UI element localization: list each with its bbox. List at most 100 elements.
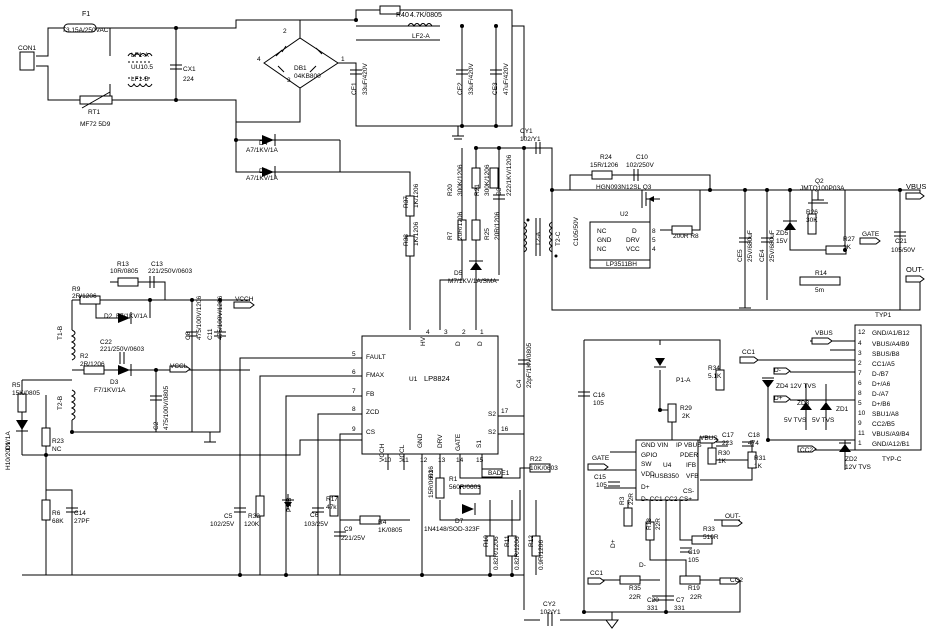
label-cs: CS bbox=[366, 429, 376, 436]
label-tp10: CC2/B5 bbox=[872, 421, 895, 428]
svg-text:10: 10 bbox=[384, 457, 392, 464]
choke-lf1 bbox=[127, 53, 153, 87]
ic-u2 bbox=[589, 221, 651, 261]
label-c5: C5 bbox=[224, 513, 233, 520]
label-tp8: D+/B6 bbox=[872, 401, 891, 408]
label-r9: R9 bbox=[72, 286, 81, 293]
label-ce5: CE5 bbox=[737, 249, 744, 262]
label-c19v: 105 bbox=[688, 557, 699, 564]
capacitor-c5 bbox=[234, 507, 246, 513]
label-u2vcc: VCC bbox=[626, 246, 640, 253]
svg-text:5: 5 bbox=[652, 237, 656, 244]
resistor-r12 bbox=[531, 535, 541, 557]
label-r11v: 0.82R/1206 bbox=[514, 536, 521, 570]
resistor-r8 bbox=[671, 225, 693, 235]
label-c4v: 22pF/1KV/0805 bbox=[526, 342, 533, 388]
label-r18: R18 bbox=[646, 518, 653, 530]
label-f1: F1 bbox=[82, 11, 90, 18]
label-d2v: F7/1KV/1A bbox=[116, 313, 148, 320]
zener-zd5 bbox=[783, 220, 797, 230]
svg-text:6: 6 bbox=[858, 380, 862, 387]
diode-d4 bbox=[262, 134, 276, 146]
svg-text:3: 3 bbox=[287, 77, 291, 84]
label-c13v: 221/250V/0603 bbox=[148, 268, 192, 275]
label-ce4: CE4 bbox=[759, 249, 766, 262]
diode-d6 bbox=[262, 166, 276, 178]
resistor-r31 bbox=[747, 451, 757, 469]
label-tp3: SBUS/B8 bbox=[872, 351, 900, 358]
capacitor-cy2 bbox=[547, 612, 553, 626]
label-r22v: 10K/0603 bbox=[530, 465, 558, 472]
label-zd1: ZD1 bbox=[836, 406, 849, 413]
capacitor-c18 bbox=[742, 441, 754, 447]
svg-text:2: 2 bbox=[462, 329, 466, 336]
label-r20: R20 bbox=[447, 184, 454, 196]
label-r33: R33 bbox=[703, 526, 715, 533]
label-r12v: 0.9R/1206 bbox=[538, 540, 545, 570]
capacitor-c2 bbox=[150, 395, 162, 401]
capacitor-ce5 bbox=[739, 237, 751, 243]
diode-d1 bbox=[16, 420, 28, 432]
label-vbus3: VBUS bbox=[815, 330, 833, 337]
svg-text:8: 8 bbox=[652, 228, 656, 235]
label-c3: C3 bbox=[496, 187, 503, 196]
label-db1: DB1 bbox=[294, 65, 307, 72]
label-r24v: 15R/1206 bbox=[590, 162, 619, 169]
resistor-r29 bbox=[667, 403, 677, 423]
label-u1v: LP8824 bbox=[424, 374, 450, 383]
resistor-r14 bbox=[799, 276, 841, 286]
label-r14v: 5m bbox=[815, 287, 824, 294]
label-r23: R23 bbox=[52, 438, 64, 445]
label-r19: R19 bbox=[688, 585, 700, 592]
resistor-r24 bbox=[591, 170, 613, 180]
svg-text:11: 11 bbox=[858, 430, 865, 437]
resistor-r18 bbox=[645, 521, 655, 541]
junctions bbox=[44, 18, 902, 614]
svg-text:6: 6 bbox=[352, 369, 356, 376]
resistor-r10 bbox=[485, 535, 495, 557]
label-c18v: 474 bbox=[748, 440, 759, 447]
label-u4gpio: GPIO bbox=[641, 452, 657, 459]
label-d6v: A7/1KV/1A bbox=[246, 175, 278, 182]
label-r11: R11 bbox=[504, 535, 511, 547]
svg-text:9: 9 bbox=[352, 426, 356, 433]
label-tp6: D+/A6 bbox=[872, 381, 891, 388]
mosfet-q2 bbox=[808, 190, 828, 204]
label-r6: R6 bbox=[52, 510, 61, 517]
svg-text:12: 12 bbox=[858, 329, 866, 336]
label-out2: OUT- bbox=[725, 513, 741, 520]
label-c18: C18 bbox=[748, 432, 760, 439]
label-dp2: D+ bbox=[774, 395, 783, 402]
label-c16v: 105 bbox=[593, 400, 604, 407]
label-u2gnd: GND bbox=[597, 237, 612, 244]
diode-d5 bbox=[469, 260, 483, 270]
label-c14: C14 bbox=[74, 510, 86, 517]
label-gnd: GND bbox=[417, 433, 424, 448]
svg-text:16: 16 bbox=[501, 426, 509, 433]
label-lf1a: LF1-A bbox=[131, 52, 149, 59]
label-r24: R24 bbox=[600, 154, 612, 161]
label-fmax: FMAX bbox=[366, 372, 385, 379]
label-con1: CON1 bbox=[18, 45, 36, 52]
capacitor-c6 bbox=[312, 507, 324, 513]
label-s1: S1 bbox=[476, 440, 483, 448]
label-r37v: 1K/1206 bbox=[413, 183, 420, 208]
label-r38v: 1K/1206 bbox=[413, 221, 420, 246]
label-vccl2: VCCL bbox=[399, 444, 406, 462]
svg-text:10: 10 bbox=[858, 410, 866, 417]
inductor-lf2 bbox=[407, 23, 433, 27]
label-u4vfb: VFB bbox=[686, 473, 699, 480]
label-c21: C21 bbox=[895, 238, 907, 245]
label-d1v: H10/200V/1A bbox=[5, 431, 12, 470]
label-r34: R34 bbox=[708, 365, 720, 372]
label-r40v: 4.7K/0805 bbox=[410, 12, 442, 19]
label-d6: D6 bbox=[259, 168, 268, 175]
resistor-r19 bbox=[679, 575, 701, 585]
label-c20v: 331 bbox=[647, 605, 658, 612]
label-r20v: 300K/1206 bbox=[457, 164, 464, 196]
ic-u4 bbox=[635, 439, 699, 501]
label-t1b: T1-B bbox=[57, 326, 64, 340]
label-zcd: ZCD bbox=[366, 409, 380, 416]
label-p1b: P1-B bbox=[286, 498, 293, 512]
label-zd5: ZD5 bbox=[776, 230, 789, 237]
